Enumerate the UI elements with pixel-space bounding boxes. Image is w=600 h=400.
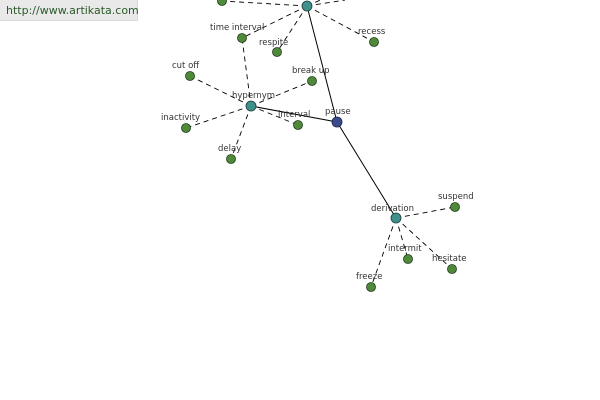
label-suspend: suspend [438, 192, 474, 202]
edge-hypernym-inactivity [185, 105, 252, 129]
label-delay: delay [218, 144, 241, 154]
edge-upper-hub-offscreen-right [306, 0, 346, 7]
edge-upper-hub-respite [276, 5, 308, 53]
edge-hypernym-break-up [250, 80, 313, 107]
edge-upper-hub-time-interval [241, 5, 308, 39]
node-hesitate[interactable] [447, 264, 457, 274]
node-hypernym[interactable] [245, 100, 257, 112]
label-hesitate: hesitate [432, 254, 467, 264]
node-break-up[interactable] [307, 76, 317, 86]
label-pause: pause [325, 107, 351, 117]
label-recess: recess [358, 27, 386, 37]
node-freeze[interactable] [366, 282, 376, 292]
source-url-banner[interactable]: http://www.artikata.com [0, 0, 139, 21]
edge-hypernym-time-interval [241, 37, 252, 107]
node-respite[interactable] [272, 47, 282, 57]
node-suspend[interactable] [450, 202, 460, 212]
label-respite: respite [259, 38, 288, 48]
label-time-interval: time interval [210, 23, 264, 33]
edge-hypernym-delay [230, 105, 252, 160]
edge-pause-hypernym [250, 105, 338, 123]
node-delay[interactable] [226, 154, 236, 164]
label-cut-off: cut off [172, 61, 200, 71]
node-inactivity[interactable] [181, 123, 191, 133]
source-url-link[interactable]: http://www.artikata.com [6, 4, 139, 17]
label-inactivity: inactivity [161, 113, 200, 123]
node-time-interval[interactable] [237, 33, 247, 43]
edge-derivation-freeze [370, 217, 397, 288]
label-freeze: freeze [356, 272, 382, 282]
label-derivation: derivation [371, 204, 414, 214]
edge-derivation-intermit [395, 217, 409, 260]
node-derivation[interactable] [390, 212, 402, 224]
label-interval: interval [278, 110, 310, 120]
node-intermit[interactable] [403, 254, 413, 264]
label-intermit: intermit [388, 244, 422, 254]
edge-pause-derivation [336, 121, 397, 219]
graph-edges [185, 0, 456, 288]
graph-labels: time interval respite recess cut off bre… [161, 23, 474, 282]
edge-hypernym-cut-off [189, 75, 252, 107]
node-recess[interactable] [369, 37, 379, 47]
node-interval[interactable] [293, 120, 303, 130]
graph-nodes [181, 0, 460, 292]
edge-pause-upper-hub [306, 5, 338, 123]
edge-upper-hub-recess [306, 5, 375, 43]
edge-derivation-hesitate [395, 217, 453, 270]
node-cut-off[interactable] [185, 71, 195, 81]
node-offscreen-top-left[interactable] [217, 0, 227, 6]
edge-upper-hub-offscreen-left [221, 0, 308, 7]
node-upper-hub[interactable] [301, 0, 313, 12]
edge-derivation-suspend [395, 206, 456, 219]
label-break-up: break up [292, 66, 330, 76]
node-pause[interactable] [331, 116, 343, 128]
label-hypernym: hypernym [232, 91, 275, 101]
